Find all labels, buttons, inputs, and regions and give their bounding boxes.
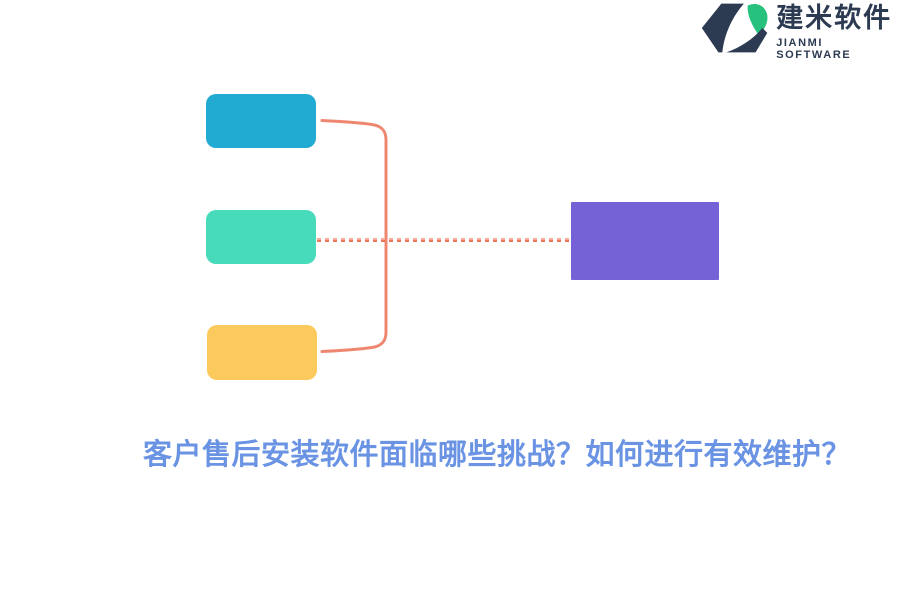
dashed-connector (317, 238, 571, 242)
logo-leaf (747, 4, 768, 35)
brand-name-en: JIANMI SOFTWARE (776, 37, 852, 62)
node-middle-green (206, 210, 316, 264)
logo-text-block: 建米软件 JIANMI SOFTWARE (776, 0, 900, 62)
brand-name-cn: 建米软件 (776, 3, 893, 33)
logo-facet-left (701, 3, 744, 53)
jianmi-logo-icon (701, 3, 768, 53)
logo-facet-bottom (726, 28, 768, 53)
page-title: 客户售后安装软件面临哪些挑战？如何进行有效维护？ (143, 439, 852, 471)
node-bottom-yellow (207, 325, 317, 380)
bracket-path (320, 119, 388, 353)
jianmi-logo[interactable]: 建米软件 JIANMI SOFTWARE (694, 0, 900, 61)
node-result-purple (571, 202, 719, 280)
node-top-blue (206, 94, 316, 148)
